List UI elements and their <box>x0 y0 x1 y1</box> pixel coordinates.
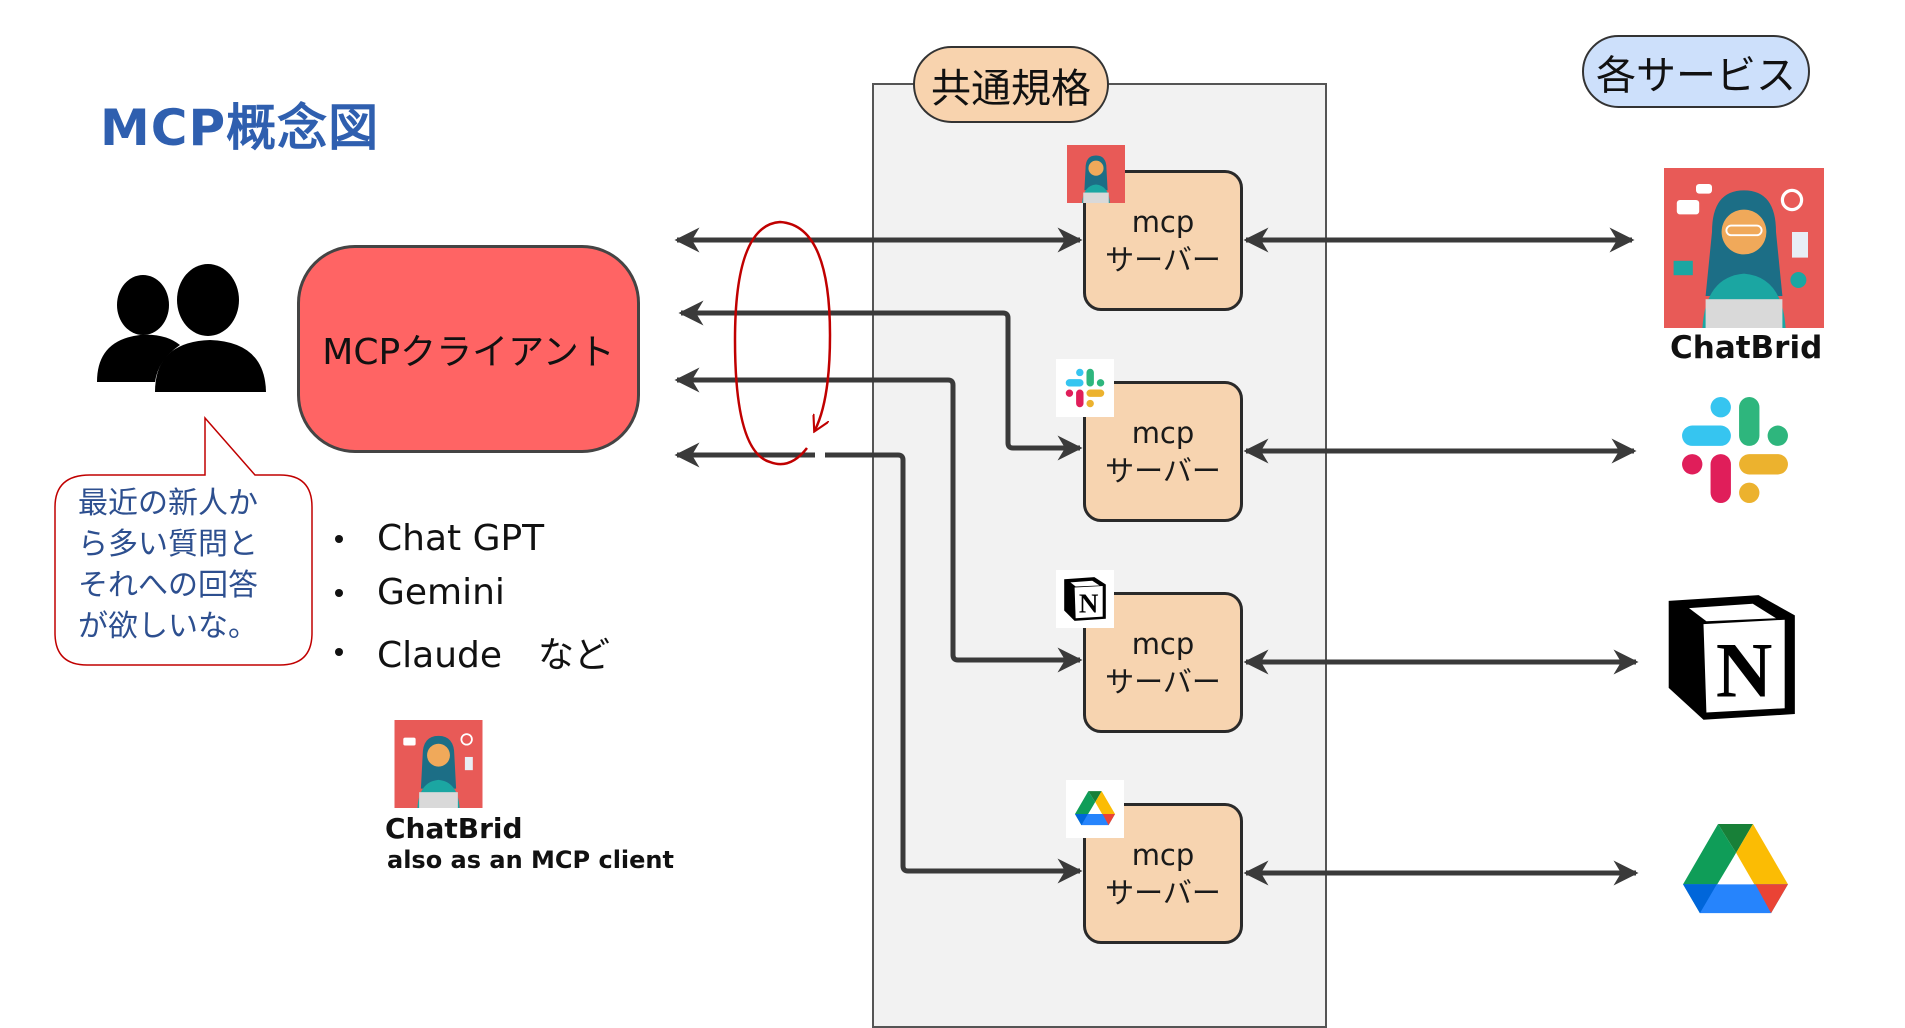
client-example-text: Gemini <box>377 572 505 613</box>
speech-line: ら多い質問と <box>78 527 258 562</box>
client-example: Gemini <box>335 572 505 613</box>
server-label: サーバー <box>1105 242 1221 277</box>
chatbrid-avatar-icon <box>394 720 483 808</box>
chatbrid-client-name: ChatBrid <box>385 812 523 845</box>
speech-line: 最近の新人か <box>78 486 258 521</box>
chatbrid-client-note: also as an MCP client <box>387 846 674 874</box>
services-label: 各サービス <box>1582 35 1810 108</box>
server-label: mcp <box>1131 204 1195 239</box>
service-chatbrid-icon <box>1664 168 1824 328</box>
google-drive-icon <box>1075 791 1115 826</box>
client-example: Claude など <box>335 626 610 678</box>
google-drive-badge <box>1066 780 1124 838</box>
service-chatbrid-label: ChatBrid <box>1670 330 1823 366</box>
client-example: Chat GPT <box>335 518 544 559</box>
notion-icon: N <box>1064 577 1106 621</box>
service-google-drive-icon <box>1683 824 1788 914</box>
service-slack-icon <box>1682 397 1788 503</box>
users-icon <box>97 264 266 392</box>
speech-line: が欲しいな。 <box>78 609 258 644</box>
server-label: サーバー <box>1105 453 1221 488</box>
service-notion-icon: N <box>1668 595 1795 720</box>
slack-icon <box>1065 368 1105 408</box>
server-label: サーバー <box>1105 875 1221 910</box>
speech-bubble <box>54 416 313 666</box>
server-label: mcp <box>1131 415 1195 450</box>
server-label: サーバー <box>1105 664 1221 699</box>
mcp-client-label: MCPクライアント <box>322 332 615 373</box>
speech-bubble-text: 最近の新人か ら多い質問と それへの回答 が欲しいな。 <box>78 483 298 647</box>
client-example-text: Chat GPT <box>377 518 545 559</box>
chatbrid-badge-icon <box>1067 145 1125 203</box>
standard-label: 共通規格 <box>913 46 1109 123</box>
notion-badge: N <box>1056 570 1114 628</box>
arrow-client-server-4 <box>677 452 1080 871</box>
server-label: mcp <box>1131 837 1195 872</box>
arrow-client-server-3 <box>674 367 1083 673</box>
server-label: mcp <box>1131 626 1195 661</box>
svg-text:N: N <box>1716 627 1773 714</box>
loop-annotation <box>733 220 832 466</box>
client-example-text: Claude など <box>377 635 611 676</box>
diagram-title: MCP概念図 <box>100 99 380 157</box>
mcp-client-box: MCPクライアント <box>297 245 640 453</box>
svg-text:N: N <box>1079 589 1099 619</box>
speech-line: それへの回答 <box>78 568 258 603</box>
slack-badge <box>1056 359 1114 417</box>
